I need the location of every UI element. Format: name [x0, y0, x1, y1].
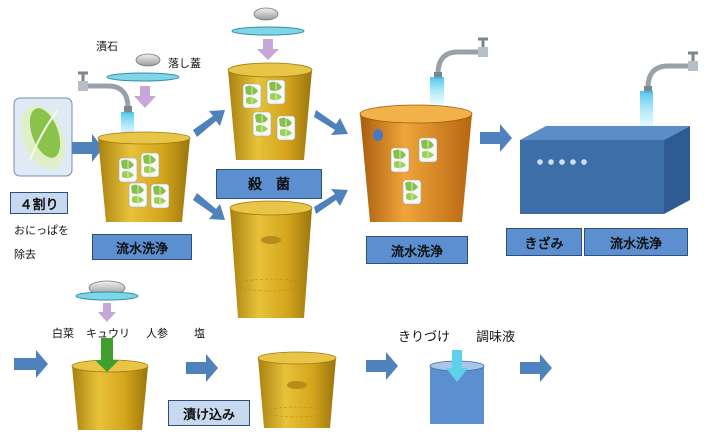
- process-arrow-icon: [520, 354, 552, 382]
- rinse-step-box: 流水洗浄: [366, 236, 468, 264]
- pickling-tank: [257, 351, 337, 428]
- sterilization-tank: [227, 62, 313, 160]
- shredding-step-box: きざみ: [506, 228, 582, 256]
- napa-cabbage-icon: [13, 97, 73, 177]
- process-arrow-icon: [314, 110, 348, 214]
- seasoning-liquid-label: 調味液: [476, 330, 516, 345]
- pressing-stone-label: 漬石: [96, 40, 118, 53]
- cutting-label: きりづけ: [398, 330, 451, 345]
- cucumber-label: キュウリ: [86, 327, 130, 340]
- process-arrow-icon: [72, 134, 103, 162]
- faucet-icon: [644, 53, 698, 93]
- washing-tank: [97, 131, 191, 222]
- shredding-machine: [520, 126, 690, 214]
- process-arrow-icon: [14, 350, 48, 378]
- pickling-step-box: 漬け込み: [168, 400, 250, 426]
- pressing-stone-icon: [75, 280, 139, 301]
- drop-lid-label: 落し蓋: [168, 57, 201, 70]
- process-arrow-icon: [366, 352, 398, 380]
- washing-step-box: 流水洗浄: [92, 234, 192, 260]
- carrot-label: 人参: [146, 327, 168, 340]
- salt-label: 塩: [194, 327, 205, 340]
- rinse-tank: [359, 104, 473, 222]
- drop-lid-icon: [106, 72, 180, 82]
- empty-tank: [229, 200, 313, 318]
- removal-label: 除去: [14, 248, 36, 261]
- outer-leaf-label: おにっぱを: [14, 224, 69, 237]
- sterilization-step-box: 殺 菌: [216, 169, 322, 199]
- quartering-step-box: ４割り: [10, 192, 68, 214]
- pressing-stone-icon: [135, 53, 161, 67]
- pressing-stone-icon: [253, 7, 279, 21]
- process-arrow-icon: [186, 354, 218, 382]
- napa-cabbage-label: 白菜: [52, 327, 74, 340]
- process-arrow-icon: [193, 110, 225, 220]
- pickling-tank-with-ingredients: [71, 338, 149, 430]
- seasoning-vessel: [429, 350, 485, 424]
- final-wash-step-box: 流水洗浄: [584, 228, 688, 256]
- faucet-icon: [434, 39, 488, 79]
- process-arrow-icon: [480, 124, 512, 152]
